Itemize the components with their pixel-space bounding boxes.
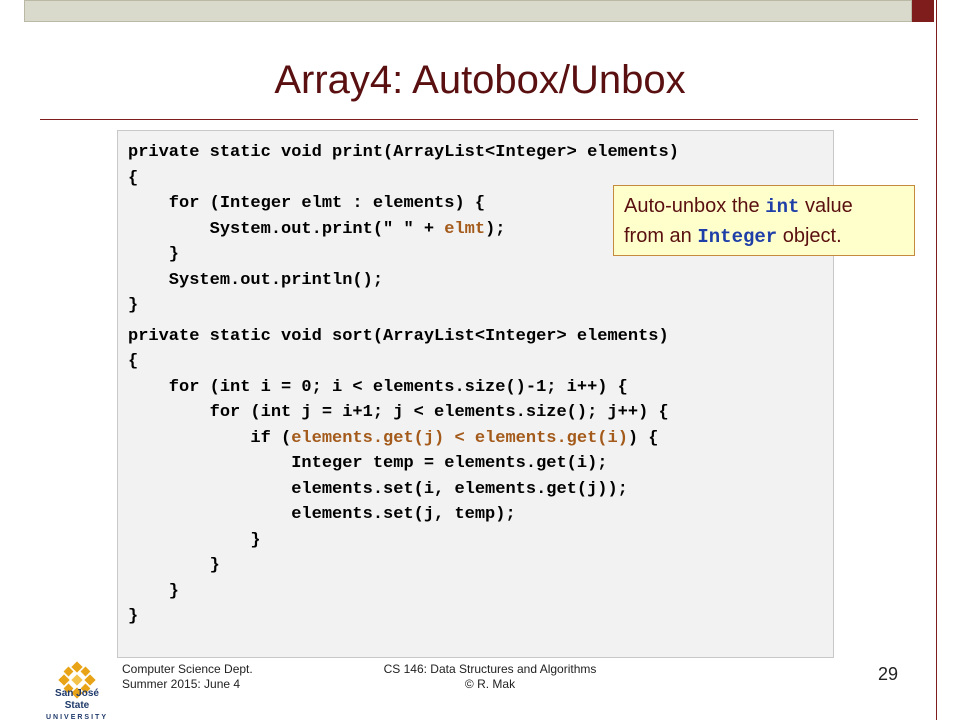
callout-note: Auto-unbox the int value from an Integer… (613, 185, 915, 256)
code-line: for (int i = 0; i < elements.size()-1; i… (128, 375, 833, 401)
sort-method-code: private static void sort(ArrayList<Integ… (128, 324, 833, 630)
code-line: private static void sort(ArrayList<Integ… (128, 324, 833, 350)
code-line: { (128, 349, 833, 375)
page-number: 29 (878, 664, 899, 684)
code-text: } (128, 556, 220, 575)
callout-line-1: Auto-unbox the int value (624, 195, 853, 218)
code-line: Integer temp = elements.get(i); (128, 451, 833, 477)
top-decor-bar (24, 0, 912, 22)
code-line: } (128, 604, 833, 630)
code-text: } (128, 245, 180, 264)
code-line: private static void print(ArrayList<Inte… (128, 140, 833, 166)
code-line: System.out.println(); (128, 268, 833, 294)
code-text: { (128, 352, 139, 371)
title-divider (40, 119, 918, 120)
code-text: System.out.println(); (128, 270, 384, 290)
code-text: } (128, 296, 139, 315)
footer-center: CS 146: Data Structures and Algorithms ©… (355, 662, 625, 692)
code-text: for (int j = i+1; j < elements.size(); j… (128, 403, 669, 422)
code-highlight: elements.get(j) < elements.get(i) (291, 428, 628, 448)
code-text: private static void sort(ArrayList<Integ… (128, 326, 669, 346)
code-text: System.out.print(" " + (128, 219, 445, 239)
code-line: for (Integer elmt : elements) { (128, 191, 833, 217)
footer-dept: Computer Science Dept. (122, 662, 253, 676)
sjsu-logo-text: San José State UNIVERSITY (45, 688, 108, 721)
code-text: for (Integer elmt : elements) { (128, 194, 486, 213)
code-text: ) { (627, 428, 659, 448)
code-line: } (128, 528, 833, 554)
top-decor-square (912, 0, 934, 22)
code-highlight: elmt (444, 219, 486, 239)
code-text: for (int i = 0; i < elements.size()-1; i… (128, 377, 628, 397)
code-text: } (128, 607, 139, 626)
code-text: ); (485, 219, 506, 239)
sjsu-logo-icon (58, 661, 96, 699)
code-text: Integer temp = elements.get(i); (128, 454, 608, 473)
code-line: elements.set(i, elements.get(j)); (128, 477, 833, 503)
code-line: for (int j = i+1; j < elements.size(); j… (128, 400, 833, 426)
code-line: elements.set(j, temp); (128, 502, 833, 528)
footer-course: CS 146: Data Structures and Algorithms (383, 662, 597, 676)
code-text: { (128, 168, 139, 188)
code-line: } (128, 579, 833, 605)
slide-title: Array4: Autobox/Unbox (274, 58, 686, 102)
code-text: } (128, 581, 180, 601)
footer-author: © R. Mak (464, 677, 516, 691)
footer-term: Summer 2015: June 4 (122, 677, 241, 691)
code-text: elements.set(j, temp); (128, 505, 516, 524)
code-line: if (elements.get(j) < elements.get(i)) { (128, 426, 833, 452)
print-method-code: private static void print(ArrayList<Inte… (128, 140, 833, 319)
callout-line-2: from an Integer object. (624, 225, 842, 248)
code-text: private static void print(ArrayList<Inte… (128, 143, 679, 162)
code-text: } (128, 530, 261, 550)
code-line: } (128, 293, 833, 319)
code-line: System.out.print(" " + elmt); (128, 217, 833, 243)
callout-code-integer: Integer (697, 226, 778, 248)
right-decor-line (936, 0, 937, 720)
code-line: { (128, 166, 833, 192)
callout-code-int: int (765, 196, 800, 218)
code-text: elements.set(i, elements.get(j)); (128, 479, 628, 499)
code-line: } (128, 242, 833, 268)
code-line: } (128, 553, 833, 579)
code-text: if ( (128, 428, 292, 448)
footer-left: Computer Science Dept. Summer 2015: June… (122, 662, 253, 692)
